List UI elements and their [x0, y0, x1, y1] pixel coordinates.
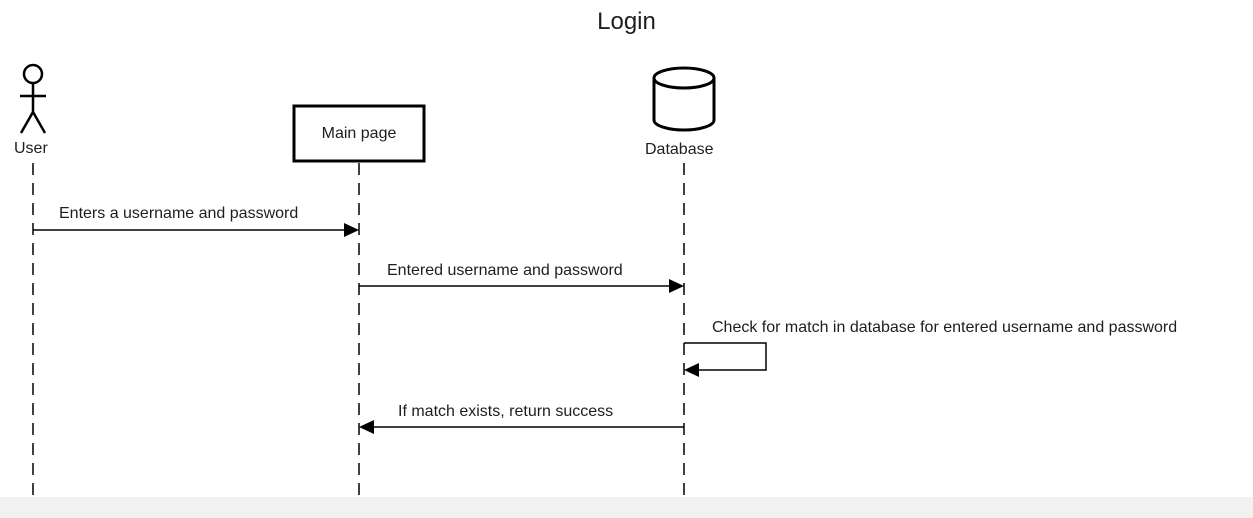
message-arrow-1	[33, 223, 359, 237]
database-cylinder-icon	[652, 66, 716, 132]
sequence-diagram: Login User Main page Database Enters a u…	[0, 0, 1253, 497]
user-label: User	[14, 140, 48, 157]
message-arrow-4	[359, 420, 684, 434]
main-page-box	[292, 104, 426, 163]
actor-icon	[19, 63, 47, 134]
message-label-2: Entered username and password	[387, 262, 623, 279]
database-label: Database	[645, 141, 714, 158]
main-page-label: Main page	[321, 124, 397, 142]
message-label-1: Enters a username and password	[59, 205, 299, 222]
message-label-3: Check for match in database for entered …	[712, 319, 1178, 336]
message-arrow-3-self	[684, 342, 767, 377]
diagram-title: Login	[597, 8, 656, 35]
message-arrow-2	[359, 279, 684, 293]
message-label-4: If match exists, return success	[398, 403, 614, 420]
diagram-canvas	[19, 63, 767, 497]
